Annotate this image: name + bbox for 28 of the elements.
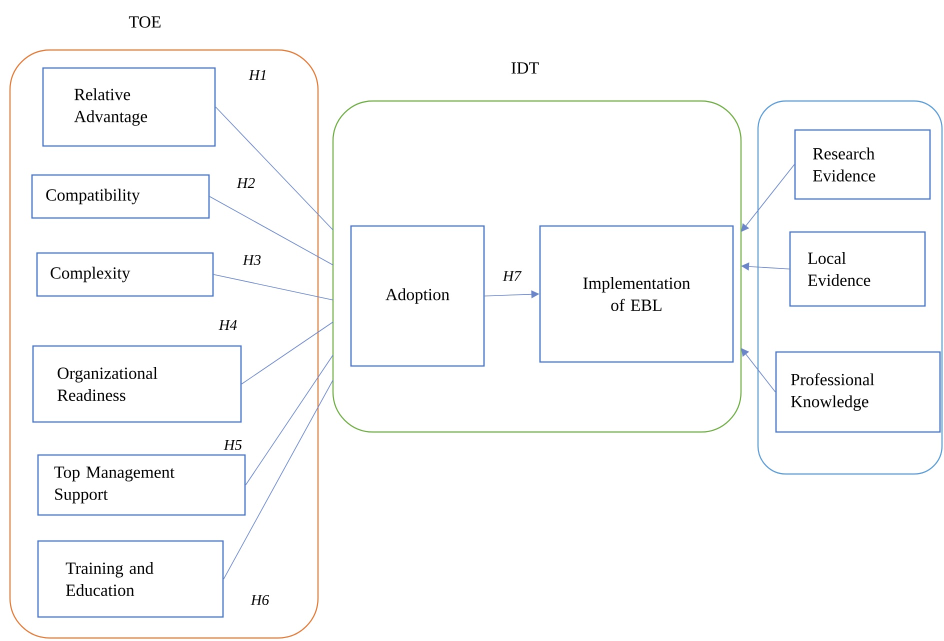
factor-box: Adoption	[350, 225, 485, 367]
factor-box: Top Management Support	[37, 454, 246, 516]
connector-line	[213, 274, 334, 300]
connector-line	[241, 322, 334, 384]
connector-line	[215, 106, 334, 230]
edge-label: H4	[218, 319, 238, 331]
factor-box: Compatibility	[31, 174, 210, 219]
connector-line	[245, 354, 334, 486]
factor-box: Organizational Readiness	[32, 345, 242, 423]
factor-box: Local Evidence	[789, 231, 926, 307]
factor-box: Research Evidence	[794, 129, 931, 200]
factor-box: Relative Advantage	[42, 67, 216, 147]
factor-box: Professional Knowledge	[775, 351, 941, 433]
factor-box: Complexity	[36, 252, 214, 297]
edge-label: H3	[242, 254, 262, 266]
group-heading: TOE	[128, 16, 161, 28]
edge-label: H6	[250, 594, 270, 606]
factor-box: Training and Education	[37, 540, 224, 618]
edge-label: H1	[248, 69, 268, 81]
edge-label: H2	[236, 177, 256, 189]
group-frame	[757, 100, 943, 475]
group-heading: IDT	[511, 62, 539, 74]
edge-label: H7	[502, 270, 522, 282]
connector-line	[223, 380, 334, 580]
connector-line	[741, 164, 795, 232]
edge-label: H5	[222, 439, 244, 451]
factor-box: Implementation of EBL	[539, 225, 734, 363]
connector-line	[209, 196, 334, 266]
